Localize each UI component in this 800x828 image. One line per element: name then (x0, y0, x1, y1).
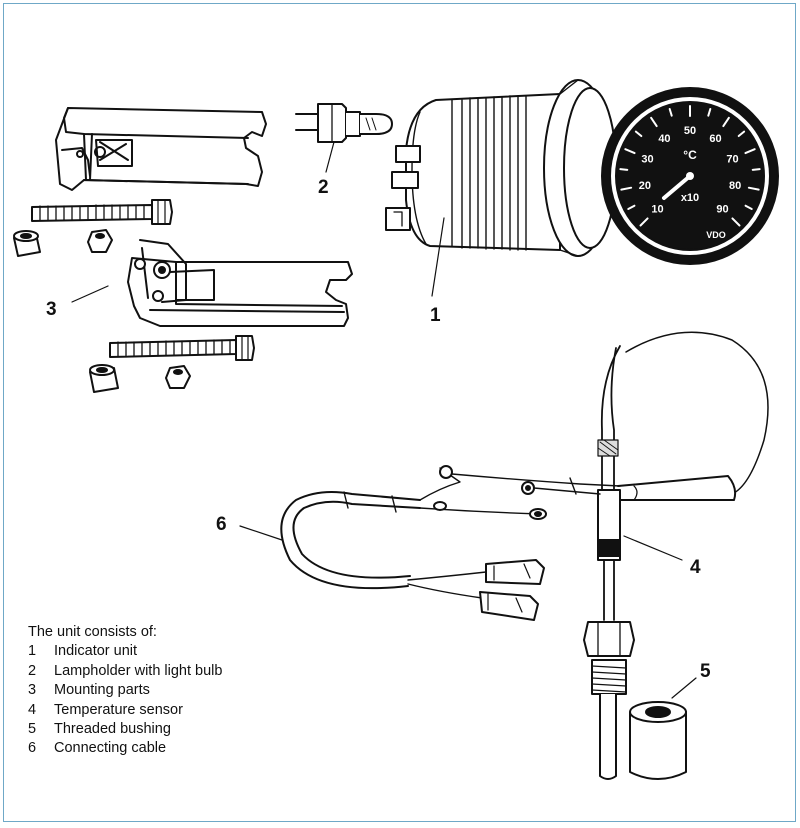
gauge-tick (747, 186, 760, 191)
gauge-tick (737, 130, 746, 138)
gauge-tick (620, 186, 633, 191)
gauge-tick (744, 148, 756, 155)
gauge-scale-label: 40 (658, 133, 670, 145)
gauge-tick (627, 204, 636, 210)
lower-spacer-nut (89, 364, 119, 393)
gauge-scale-label: 10 (651, 204, 663, 216)
gauge-scale-label: 60 (709, 133, 721, 145)
gauge-scale-label: 80 (729, 180, 741, 192)
lower-mounting-bracket (127, 239, 353, 327)
leader-line-4 (623, 535, 683, 561)
gauge-tick (751, 168, 761, 171)
gauge-brand: VDO (706, 230, 726, 240)
threaded-bushing (629, 701, 687, 780)
gauge-tick (722, 116, 730, 128)
leader-line-3 (71, 285, 109, 303)
upper-screw (31, 199, 173, 225)
leader-line-2 (325, 141, 335, 173)
callout-6: 6 (216, 514, 227, 535)
gauge-unit: °C (683, 148, 697, 162)
gauge-tick (619, 168, 629, 171)
lower-screw (109, 335, 255, 361)
lampholder-with-bulb (295, 103, 393, 143)
lower-hex-nut (165, 365, 191, 389)
gauge-scale-label: 50 (684, 125, 696, 137)
callout-1: 1 (430, 305, 441, 326)
gauge-scale-label: 30 (641, 153, 653, 165)
gauge-tick (707, 108, 712, 117)
gauge-tick (634, 130, 643, 138)
gauge-tick (624, 148, 636, 155)
gauge-scale-label: 20 (639, 180, 651, 192)
callout-2: 2 (318, 177, 329, 198)
gauge-tick (731, 217, 741, 227)
legend-heading: The unit consists of: (28, 624, 157, 640)
gauge-scale-label: 70 (726, 153, 738, 165)
leader-line-6 (239, 525, 283, 541)
gauge-scale-label: 90 (716, 204, 728, 216)
gauge-tick (744, 204, 753, 210)
upper-spacer-nut (13, 230, 41, 257)
upper-hex-nut (87, 229, 113, 253)
gauge-tick (650, 116, 658, 128)
gauge-multiplier: x10 (681, 192, 699, 204)
callout-4: 4 (690, 557, 701, 578)
indicator-unit (385, 79, 617, 257)
gauge-tick (639, 217, 649, 227)
callout-5: 5 (700, 661, 711, 682)
gauge-needle (662, 174, 692, 200)
gauge-tick (668, 108, 673, 117)
upper-mounting-bracket (55, 107, 267, 191)
callout-3: 3 (46, 299, 57, 320)
connecting-cable (280, 465, 621, 621)
leader-line-1 (431, 217, 445, 297)
temperature-sensor (583, 331, 769, 780)
leader-line-5 (671, 677, 697, 699)
